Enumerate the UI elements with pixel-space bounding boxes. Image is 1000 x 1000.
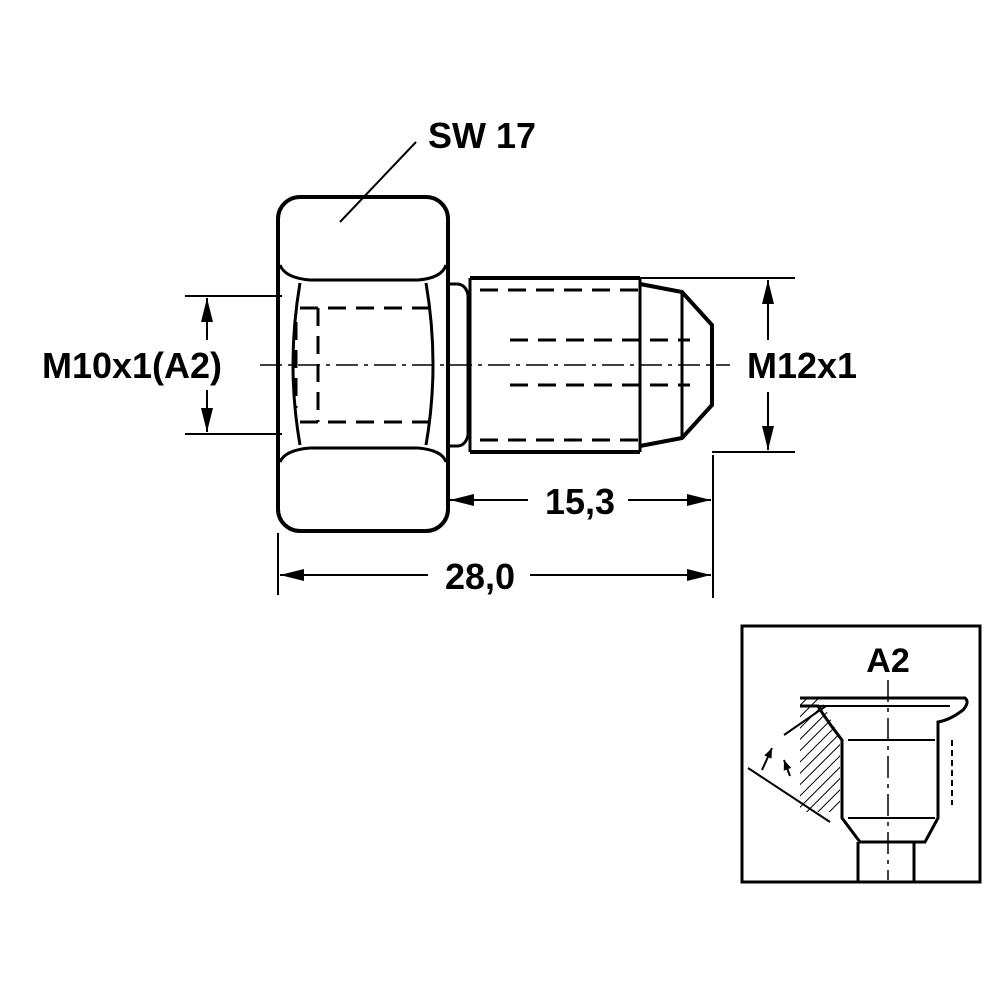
total-length-dimension bbox=[277, 533, 711, 597]
thread-length-dimension bbox=[450, 455, 714, 598]
thread-length-label: 15,3 bbox=[545, 481, 615, 522]
total-length-label: 28,0 bbox=[445, 556, 515, 597]
detail-title-label: A2 bbox=[866, 642, 909, 680]
inner-thread-dimension bbox=[185, 295, 282, 435]
detail-view-a2 bbox=[740, 624, 982, 884]
outer-thread-label: M12x1 bbox=[747, 345, 857, 386]
outer-thread-dimension bbox=[640, 277, 795, 453]
wrench-size-label: SW 17 bbox=[428, 115, 536, 156]
inner-thread-label: M10x1(A2) bbox=[42, 345, 222, 386]
wrench-size-leader bbox=[339, 141, 417, 223]
hex-nut bbox=[276, 195, 450, 533]
